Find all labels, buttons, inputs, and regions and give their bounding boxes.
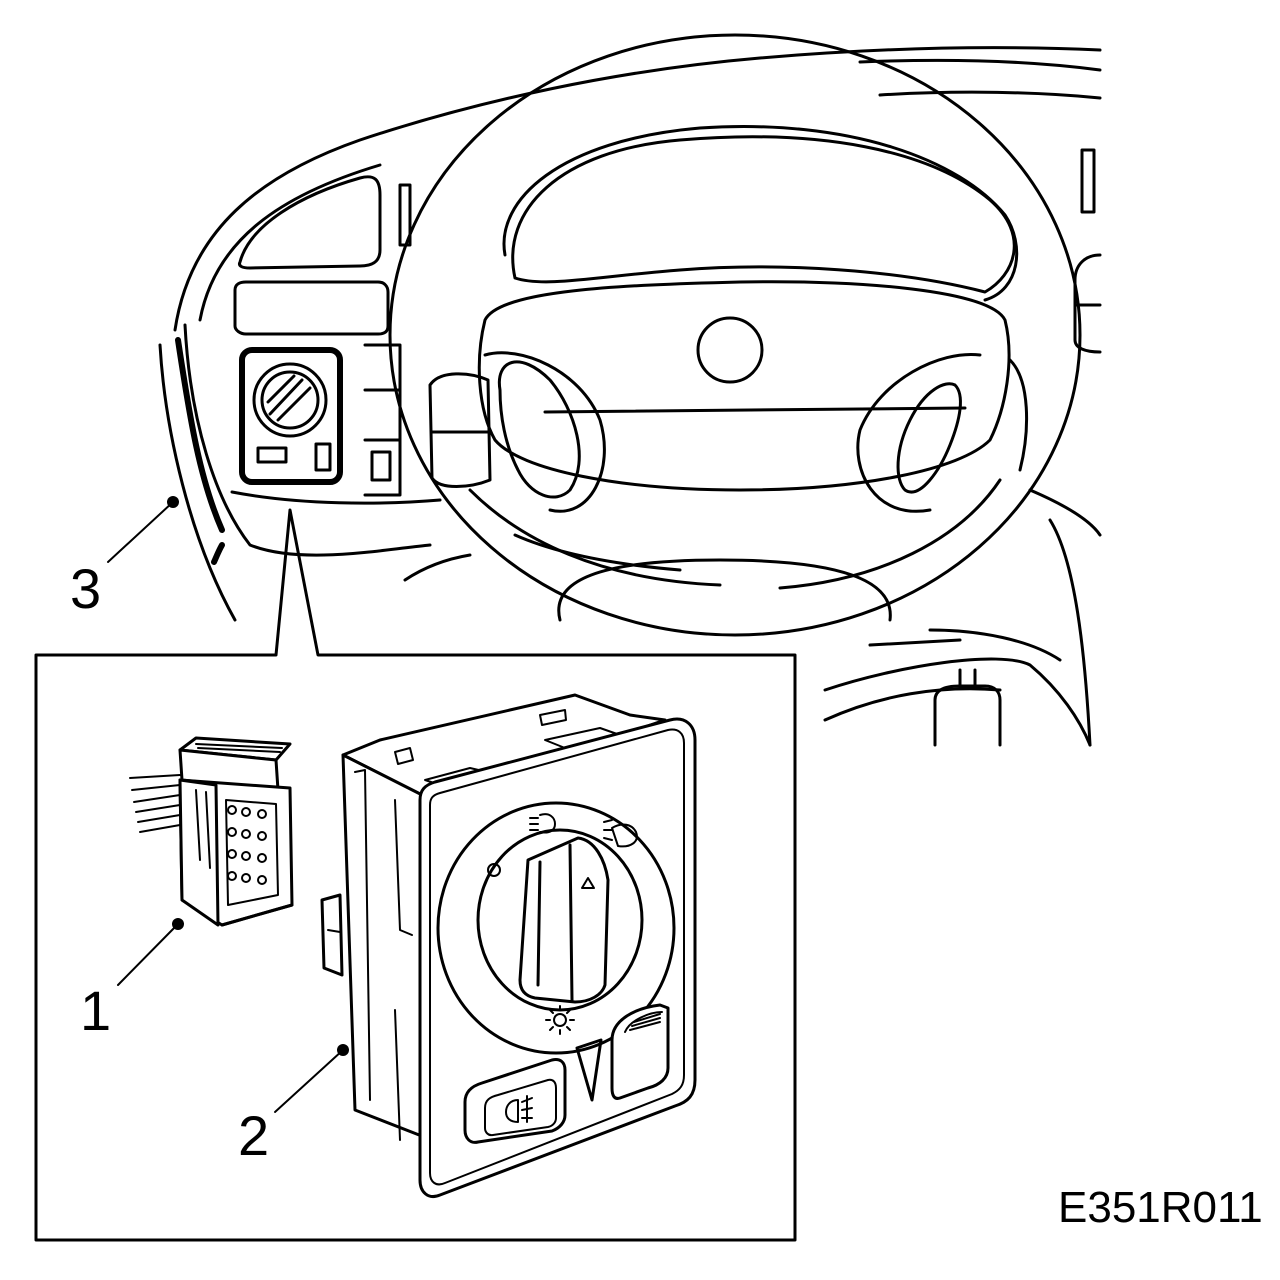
headlight-icon <box>529 813 556 834</box>
callout-3: 3 <box>70 496 179 620</box>
front-fog-light-icon <box>505 1095 533 1123</box>
dashboard-light-switch <box>239 347 343 485</box>
connector <box>129 736 294 927</box>
detail-callout-frame <box>34 508 797 1242</box>
callout-1-number: 1 <box>80 979 111 1042</box>
callout-3-number: 3 <box>70 557 101 620</box>
light-switch <box>320 693 697 1198</box>
figure-code: E351R011 <box>1058 1183 1263 1232</box>
warning-triangle-icon <box>575 1038 603 1102</box>
low-beam-icon <box>603 819 638 848</box>
dashboard <box>158 46 1102 747</box>
callout-1: 1 <box>80 918 184 1042</box>
panel-brightness-icon <box>545 1005 575 1035</box>
steering-wheel <box>388 33 1082 637</box>
callout-2: 2 <box>238 1044 349 1167</box>
callout-2-number: 2 <box>238 1104 269 1167</box>
parking-light-icon <box>487 863 501 877</box>
